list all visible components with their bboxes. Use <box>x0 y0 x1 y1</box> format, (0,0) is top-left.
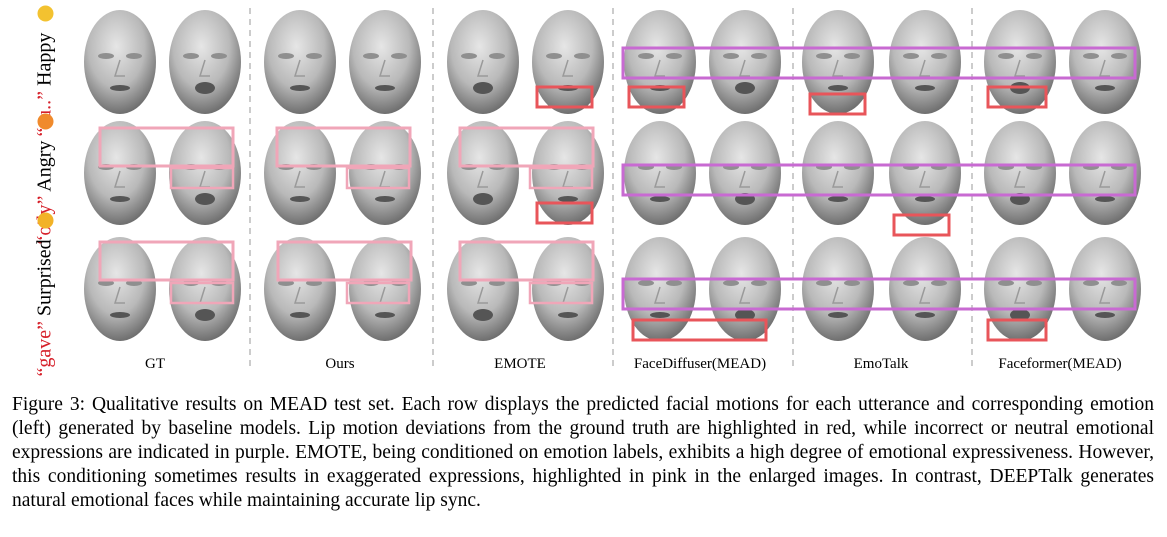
face-render <box>84 237 156 341</box>
face-render <box>802 237 874 341</box>
purple-highlight-box <box>621 46 1137 80</box>
pink-zoom-box <box>98 126 235 168</box>
face-render <box>984 237 1056 341</box>
row-label-surprised: “gave” Surprised <box>33 212 57 377</box>
row-word: “gave” <box>33 320 56 377</box>
face-render <box>889 121 961 225</box>
pink-zoom-box <box>458 240 595 282</box>
pink-source-box <box>345 281 411 305</box>
surprised-emoji-icon <box>37 212 54 229</box>
face-render <box>624 237 696 341</box>
face-render <box>709 121 781 225</box>
red-highlight-box <box>986 318 1048 342</box>
face-render <box>169 10 241 114</box>
pink-source-box <box>169 166 235 190</box>
pink-zoom-box <box>98 240 235 282</box>
pink-zoom-box <box>276 240 413 282</box>
pink-zoom-box <box>275 126 412 168</box>
face-render <box>447 237 519 341</box>
column-label-facediffuser: FaceDiffuser(MEAD) <box>633 356 767 372</box>
face-render <box>1069 237 1141 341</box>
face-render <box>169 121 241 225</box>
red-highlight-box <box>986 85 1048 109</box>
red-highlight-box <box>627 85 686 109</box>
face-render <box>447 121 519 225</box>
column-label-gt: GT <box>145 356 165 372</box>
pink-zoom-box <box>458 126 595 168</box>
face-render <box>84 121 156 225</box>
face-render <box>84 10 156 114</box>
face-render <box>984 121 1056 225</box>
face-render <box>624 121 696 225</box>
purple-highlight-box <box>621 163 1137 197</box>
face-render <box>1069 10 1141 114</box>
row-emotion: Surprised <box>33 239 56 316</box>
qualitative-figure: “su..” Happy “oily” Angry “gave” Surpris… <box>33 5 1141 377</box>
column-label-ours: Ours <box>325 356 355 372</box>
face-render <box>264 10 336 114</box>
red-highlight-box <box>535 201 594 225</box>
face-render <box>709 237 781 341</box>
face-render <box>169 237 241 341</box>
face-render <box>889 237 961 341</box>
smiling-emoji-icon <box>37 5 54 22</box>
pink-source-box <box>345 166 411 190</box>
face-render <box>447 10 519 114</box>
face-render <box>349 10 421 114</box>
angry-emoji-icon <box>37 113 54 130</box>
caption-text: Qualitative results on MEAD test set. Ea… <box>12 394 1154 511</box>
figure-caption: Figure 3: Qualitative results on MEAD te… <box>12 393 1154 513</box>
row-emotion: Happy <box>33 32 56 86</box>
column-label-faceformer: Faceformer(MEAD) <box>998 356 1122 372</box>
face-render <box>802 121 874 225</box>
face-render <box>264 121 336 225</box>
face-render <box>802 10 874 114</box>
red-highlight-box <box>892 213 951 237</box>
red-highlight-box <box>631 318 768 342</box>
purple-highlight-box <box>621 277 1137 311</box>
face-render <box>889 10 961 114</box>
column-label-emote: EMOTE <box>494 356 546 372</box>
red-highlight-box <box>808 92 867 116</box>
face-render <box>264 237 336 341</box>
pink-source-box <box>528 166 594 190</box>
red-highlight-box <box>535 85 594 109</box>
column-label-emotalk: EmoTalk <box>853 356 909 372</box>
pink-source-box <box>528 281 594 305</box>
caption-label: Figure 3: <box>12 394 86 415</box>
face-render <box>709 10 781 114</box>
face-grid <box>84 8 1141 370</box>
row-emotion: Angry <box>33 140 56 192</box>
face-render <box>1069 121 1141 225</box>
pink-source-box <box>169 281 235 305</box>
